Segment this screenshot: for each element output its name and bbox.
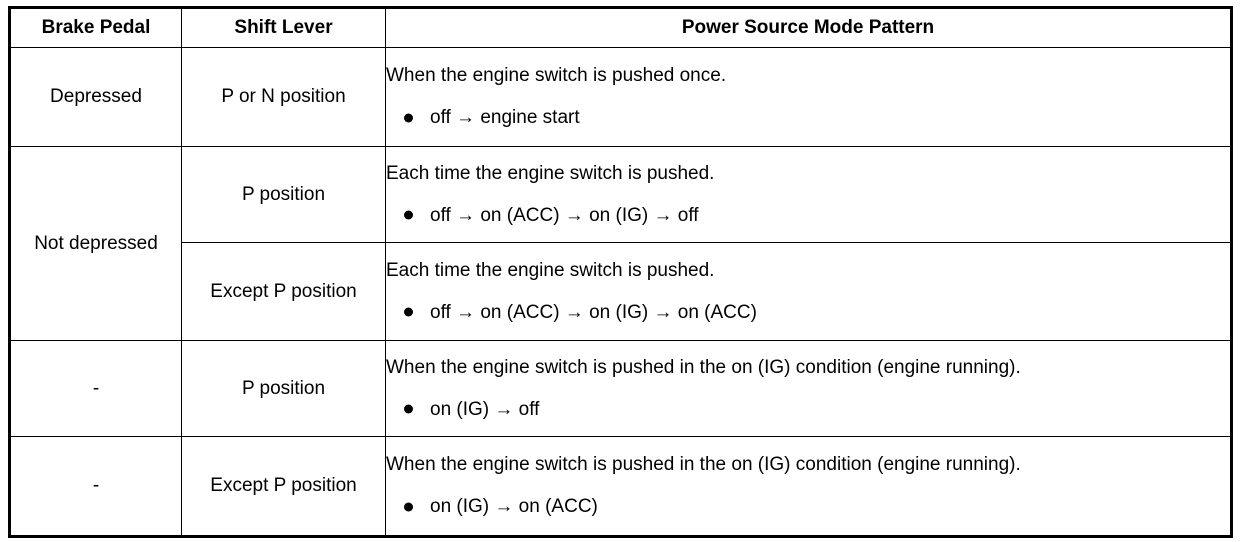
- pattern-sentence: When the engine switch is pushed in the …: [386, 356, 1021, 378]
- table-row: Depressed P or N position When the engin…: [9, 47, 1232, 147]
- cell-brake-pedal: Not depressed: [9, 146, 182, 341]
- shift-lever-value: P position: [241, 377, 326, 399]
- shift-lever-value: P position: [241, 183, 326, 205]
- bullet-icon: [404, 113, 413, 123]
- brake-pedal-value: Depressed: [50, 86, 142, 108]
- brake-pedal-value: Not depressed: [34, 232, 158, 254]
- brake-pedal-value: -: [92, 475, 100, 497]
- cell-brake-pedal: -: [9, 340, 182, 437]
- brake-pedal-value: -: [92, 377, 100, 399]
- pattern-bullet-text: off → on (ACC) → on (IG) → off: [430, 204, 699, 226]
- cell-power-source-mode-pattern: Each time the engine switch is pushed. o…: [385, 146, 1232, 243]
- table-header: Brake Pedal Shift Lever Power Source Mod…: [9, 7, 1232, 48]
- pattern-sentence: Each time the engine switch is pushed.: [386, 259, 715, 281]
- table-body: Depressed P or N position When the engin…: [9, 47, 1232, 537]
- pattern-sentence: When the engine switch is pushed once.: [386, 65, 727, 87]
- cell-brake-pedal: Depressed: [9, 47, 182, 147]
- cell-shift-lever: P position: [181, 340, 386, 437]
- pattern-bullet-line: on (IG) → on (ACC): [386, 496, 1230, 518]
- cell-power-source-mode-pattern: When the engine switch is pushed in the …: [385, 340, 1232, 437]
- table-row: Not depressed P position Each time the e…: [9, 146, 1232, 341]
- shift-lever-value: Except P position: [210, 280, 357, 302]
- cell-power-source-mode-pattern: Each time the engine switch is pushed. o…: [385, 242, 1232, 341]
- table-row: - P position When the engine switch is p…: [9, 340, 1232, 437]
- power-source-mode-table-container: Brake Pedal Shift Lever Power Source Mod…: [8, 6, 1233, 538]
- column-header-shift-lever: Shift Lever: [181, 7, 386, 48]
- cell-shift-lever: Except P position: [181, 242, 386, 341]
- pattern-bullet-text: off → on (ACC) → on (IG) → on (ACC): [430, 301, 757, 323]
- table-row: - Except P position When the engine swit…: [9, 436, 1232, 537]
- shift-lever-value: Except P position: [210, 475, 357, 497]
- cell-power-source-mode-pattern: When the engine switch is pushed once. o…: [385, 47, 1232, 147]
- bullet-icon: [404, 502, 413, 512]
- cell-shift-lever: P or N position: [181, 47, 386, 147]
- cell-shift-lever: Except P position: [181, 436, 386, 537]
- pattern-bullet-text: off → engine start: [430, 107, 580, 128]
- pattern-sentence: Each time the engine switch is pushed.: [386, 162, 715, 184]
- pattern-bullet-text: on (IG) → off: [430, 398, 540, 420]
- bullet-icon: [404, 210, 413, 220]
- bullet-icon: [404, 307, 413, 317]
- pattern-bullet-line: off → engine start: [386, 107, 1230, 129]
- table-header-row: Brake Pedal Shift Lever Power Source Mod…: [9, 7, 1232, 48]
- cell-power-source-mode-pattern: When the engine switch is pushed in the …: [385, 436, 1232, 537]
- bullet-icon: [404, 404, 413, 414]
- column-header-brake-pedal: Brake Pedal: [9, 7, 182, 48]
- pattern-bullet-line: off → on (ACC) → on (IG) → on (ACC): [386, 302, 1230, 324]
- pattern-bullet-line: off → on (ACC) → on (IG) → off: [386, 205, 1230, 227]
- table-row: Except P position Each time the engine s…: [10, 242, 1232, 341]
- pattern-bullet-text: on (IG) → on (ACC): [430, 496, 598, 517]
- column-header-power-source-mode-pattern: Power Source Mode Pattern: [385, 7, 1232, 48]
- pattern-bullet-line: on (IG) → off: [386, 399, 1230, 421]
- cell-brake-pedal: -: [9, 436, 182, 537]
- power-source-mode-table: Brake Pedal Shift Lever Power Source Mod…: [8, 6, 1233, 538]
- shift-lever-value: P or N position: [221, 86, 346, 108]
- cell-shift-lever: P position: [181, 146, 386, 243]
- pattern-sentence: When the engine switch is pushed in the …: [386, 454, 1021, 476]
